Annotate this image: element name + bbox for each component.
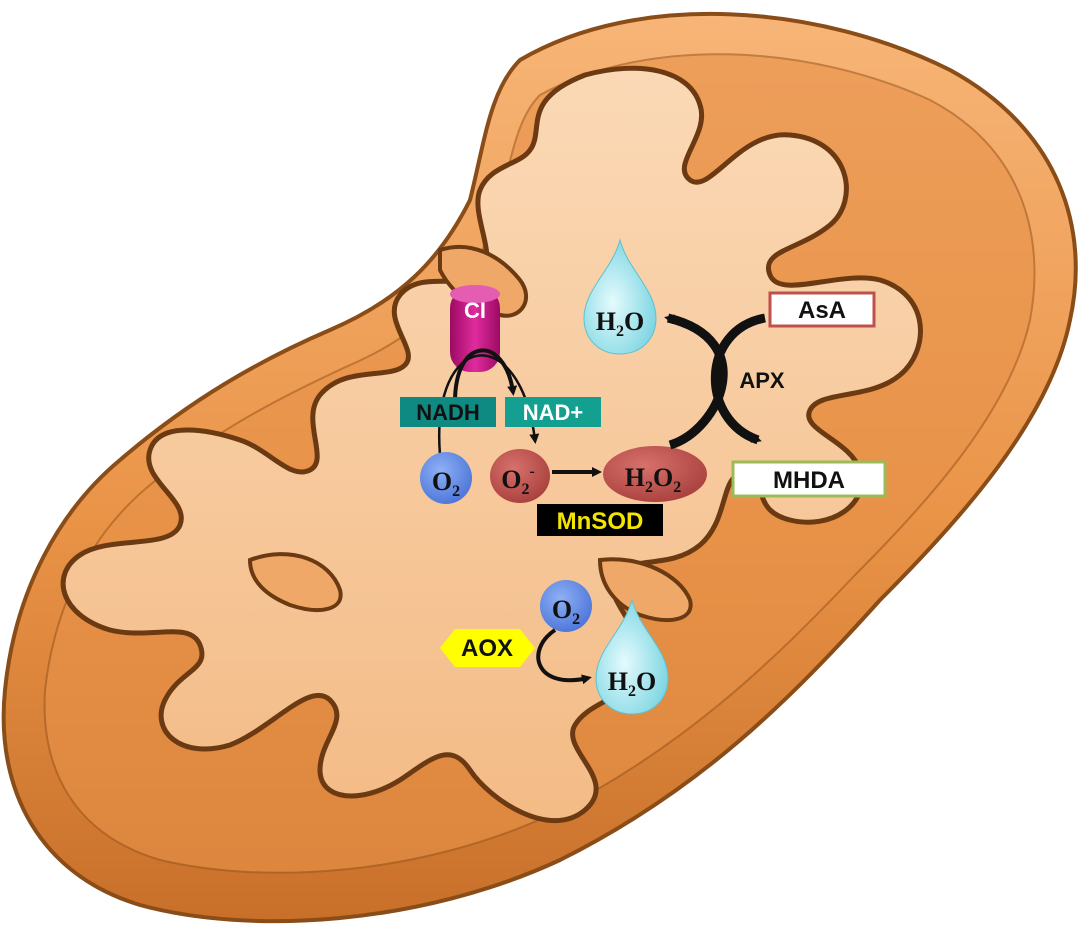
water-bottom-sub: 2 — [628, 683, 636, 700]
aox-label: AOX — [461, 635, 513, 662]
mhda-box: MHDA — [731, 460, 887, 498]
water-bottom-b: O — [636, 667, 656, 696]
oxygen-bottom-base: O — [552, 595, 572, 624]
h2o2-a: H — [625, 463, 645, 492]
h2o2-sub2: 2 — [673, 479, 681, 496]
svg-text:H2O2: H2O2 — [625, 463, 681, 496]
asa-box: AsA — [768, 291, 876, 328]
superoxide-base: O — [501, 465, 521, 494]
crista-finger — [247, 552, 343, 612]
nadh-badge: NADH — [400, 397, 496, 427]
apx-arrow-to-water — [664, 313, 728, 450]
apx-arrow-to-mhda — [710, 313, 767, 445]
water-bottom-a: H — [608, 667, 628, 696]
h2o2: H2O2 — [603, 446, 707, 502]
crista-finger — [597, 557, 693, 622]
svg-text:O2: O2 — [432, 467, 460, 500]
oxygen-bottom: O2 — [540, 580, 592, 632]
water-drop-bottom: H2O — [595, 598, 669, 715]
h2o2-b: O — [653, 463, 673, 492]
mnsod-badge: MnSOD — [537, 504, 663, 536]
mhda-label: MHDA — [773, 467, 845, 494]
oxygen-top: O2 — [420, 452, 472, 504]
complex-i: CI — [450, 285, 500, 372]
aox-arrow — [536, 628, 592, 685]
superoxide: O2- — [490, 449, 550, 503]
svg-text:H2O: H2O — [596, 307, 644, 340]
asa-label: AsA — [798, 297, 846, 324]
oxygen-top-sub: 2 — [452, 483, 460, 500]
superoxide-sup: - — [529, 463, 534, 480]
apx-label: APX — [739, 368, 785, 393]
complex-i-top — [450, 285, 500, 303]
superoxide-sub: 2 — [521, 481, 529, 498]
aox-badge: AOX — [440, 629, 535, 667]
h2o2-sub1: 2 — [645, 479, 653, 496]
water-top-b: O — [624, 307, 644, 336]
complex-i-label: CI — [464, 298, 486, 323]
mnsod-label: MnSOD — [557, 508, 644, 535]
svg-text:O2-: O2- — [501, 463, 535, 498]
water-drop-top: H2O — [583, 238, 657, 355]
svg-text:O2: O2 — [552, 595, 580, 628]
svg-text:H2O: H2O — [608, 667, 656, 700]
water-top-sub: 2 — [616, 323, 624, 340]
aox-hexagon — [440, 629, 535, 667]
oxygen-bottom-sub: 2 — [572, 611, 580, 628]
nad-plus-badge: NAD+ — [505, 397, 601, 427]
matrix-cristae — [60, 65, 923, 824]
ci-inner-arc — [453, 348, 518, 403]
nadh-label: NADH — [416, 400, 480, 425]
water-drop-bottom-icon — [595, 598, 669, 715]
oxygen-top-base: O — [432, 467, 452, 496]
water-top-a: H — [596, 307, 616, 336]
nad-plus-label: NAD+ — [523, 400, 584, 425]
water-drop-top-icon — [583, 238, 657, 355]
